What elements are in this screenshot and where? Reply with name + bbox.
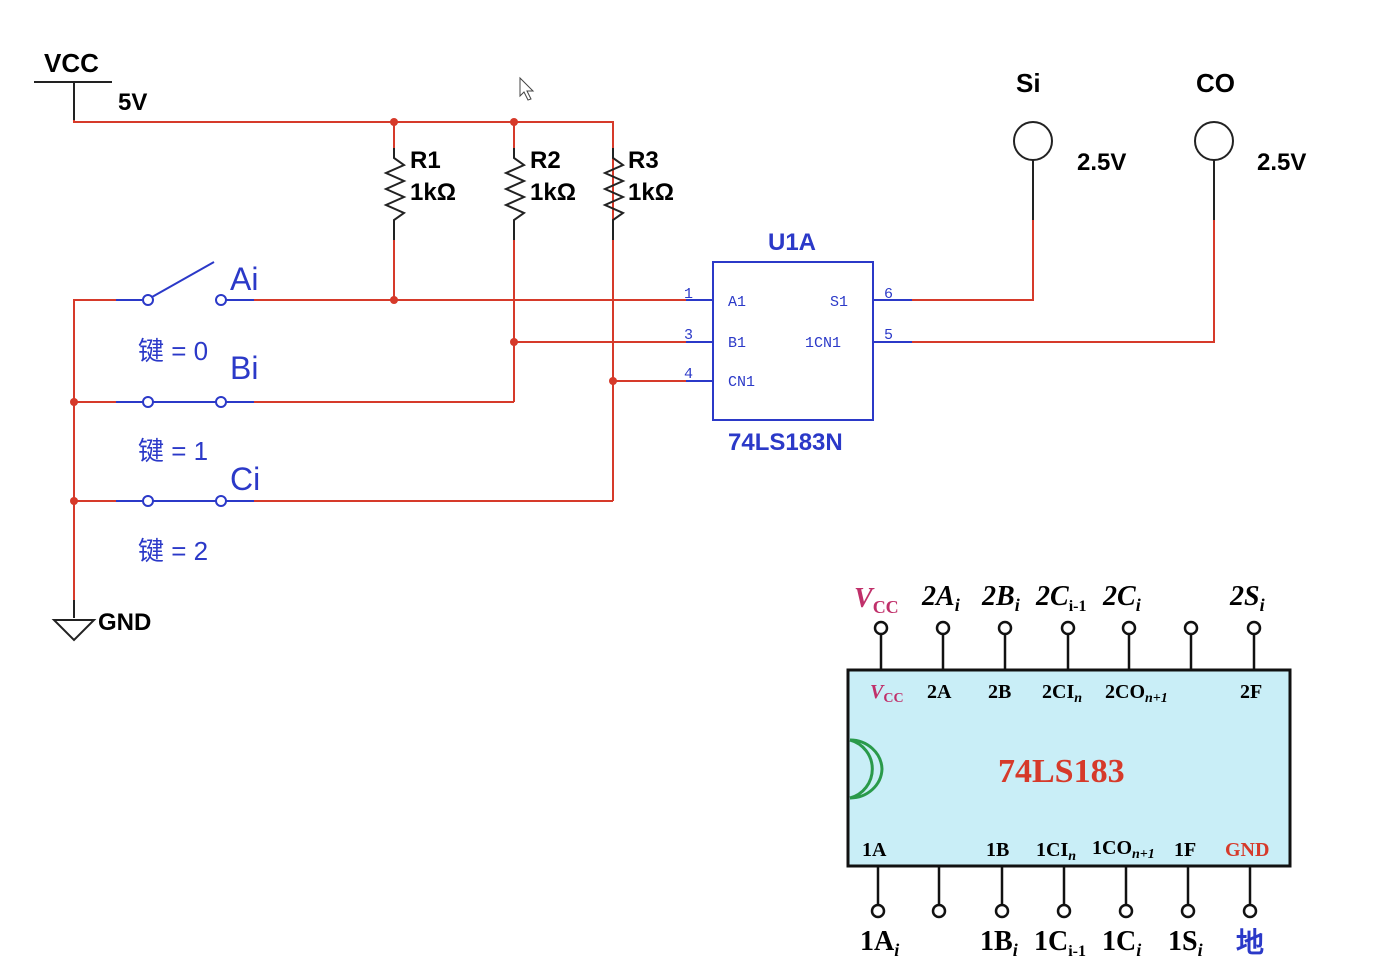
switch-key: 键 = 2 bbox=[138, 536, 208, 566]
junction-dot bbox=[510, 338, 518, 346]
vcc-source: VCC 5V bbox=[34, 48, 147, 120]
inner-label: 1A bbox=[862, 839, 887, 861]
resistor-name: R1 bbox=[410, 147, 441, 174]
pin-name: S1 bbox=[830, 294, 848, 311]
inner-label: 2A bbox=[927, 681, 952, 703]
resistor-name: R3 bbox=[628, 147, 659, 174]
chip-u1a[interactable]: U1A 1 3 4 A1 B1 CN1 6 5 S1 1CN1 74LS183N bbox=[684, 229, 912, 456]
inner-label-gnd: GND bbox=[1225, 839, 1269, 861]
gnd-symbol: GND bbox=[51, 600, 151, 642]
vcc-rail bbox=[73, 120, 614, 232]
pin-label-ground-cn: 地 bbox=[1236, 927, 1264, 959]
pin-name: CN1 bbox=[728, 374, 755, 391]
pin-number: 6 bbox=[884, 286, 893, 303]
pin-label: 1Ai bbox=[860, 926, 899, 960]
pin-number: 1 bbox=[684, 286, 693, 303]
switch-name: Ai bbox=[230, 261, 258, 297]
probe-name: CO bbox=[1196, 68, 1235, 98]
junction-dot bbox=[390, 296, 398, 304]
pin-number: 3 bbox=[684, 327, 693, 344]
resistor-value: 1kΩ bbox=[410, 179, 456, 206]
chip-part: 74LS183N bbox=[728, 429, 843, 456]
resistor-r1[interactable]: R1 1kΩ bbox=[383, 122, 456, 300]
pin-label: 2Si bbox=[1229, 581, 1265, 615]
inner-label: 1F bbox=[1174, 839, 1196, 861]
probe-si[interactable]: Si 2.5V bbox=[1013, 68, 1126, 220]
resistor-r3[interactable]: R3 1kΩ bbox=[602, 147, 674, 501]
switch-name: Ci bbox=[230, 461, 260, 497]
inner-label: 2CIn bbox=[1042, 681, 1082, 706]
inner-label-vcc: VCC bbox=[870, 681, 904, 706]
inner-label: 2B bbox=[988, 681, 1011, 703]
pin-label: 2Ci bbox=[1102, 581, 1141, 615]
switch-bi[interactable]: Bi 键 = 1 bbox=[116, 350, 258, 466]
pin-label: 1Bi bbox=[980, 926, 1018, 960]
wire-si bbox=[912, 220, 1034, 301]
switch-name: Bi bbox=[230, 350, 258, 386]
pin-name: A1 bbox=[728, 294, 746, 311]
pin-name: 1CN1 bbox=[805, 335, 841, 352]
chip-ref: U1A bbox=[768, 229, 816, 256]
switch-ai[interactable]: Ai 键 = 0 bbox=[116, 261, 258, 366]
inner-label: 1COn+1 bbox=[1092, 837, 1155, 862]
pin-name: B1 bbox=[728, 335, 746, 352]
junction-dot bbox=[609, 377, 617, 385]
pin-label: 2Ai bbox=[921, 581, 960, 615]
pin-number: 5 bbox=[884, 327, 893, 344]
pinout-diagram: VCC 2Ai 2Bi 2Ci-1 2Ci 2Si 74LS183 VCC 2A… bbox=[846, 581, 1292, 960]
chip-body bbox=[712, 261, 874, 421]
pin-label: 2Bi bbox=[981, 581, 1020, 615]
pin-label-vcc-outer: VCC bbox=[854, 583, 899, 617]
inner-label: 2COn+1 bbox=[1105, 681, 1168, 706]
vcc-label: VCC bbox=[44, 48, 99, 78]
switch-key: 键 = 1 bbox=[138, 436, 208, 466]
switch-ci[interactable]: Ci 键 = 2 bbox=[116, 461, 260, 566]
probe-value: 2.5V bbox=[1077, 149, 1126, 176]
resistor-value: 1kΩ bbox=[628, 179, 674, 206]
probe-co[interactable]: CO 2.5V bbox=[1194, 68, 1306, 220]
inner-label: 2F bbox=[1240, 681, 1262, 703]
pin-label: 1Ci bbox=[1102, 926, 1141, 960]
resistor-value: 1kΩ bbox=[530, 179, 576, 206]
probe-name: Si bbox=[1016, 68, 1041, 98]
pinout-chip-body bbox=[846, 668, 1292, 868]
probe-value: 2.5V bbox=[1257, 149, 1306, 176]
inner-label: 1CIn bbox=[1036, 839, 1076, 864]
mouse-cursor-icon bbox=[519, 76, 535, 101]
pin-number: 4 bbox=[684, 366, 693, 383]
wire-co bbox=[912, 220, 1215, 343]
resistor-name: R2 bbox=[530, 147, 561, 174]
pinout-chip-name: 74LS183 bbox=[998, 753, 1125, 790]
resistor-r2[interactable]: R2 1kΩ bbox=[503, 122, 576, 402]
vcc-value: 5V bbox=[118, 89, 147, 116]
pin-label: 2Ci-1 bbox=[1035, 581, 1086, 615]
ground-rail bbox=[73, 299, 116, 600]
switch-key: 键 = 0 bbox=[138, 336, 208, 366]
pin-label: 1Si bbox=[1168, 926, 1203, 960]
inner-label: 1B bbox=[986, 839, 1009, 861]
pin-label: 1Ci-1 bbox=[1034, 926, 1086, 960]
notch-mark bbox=[849, 738, 874, 800]
gnd-label: GND bbox=[98, 609, 151, 636]
